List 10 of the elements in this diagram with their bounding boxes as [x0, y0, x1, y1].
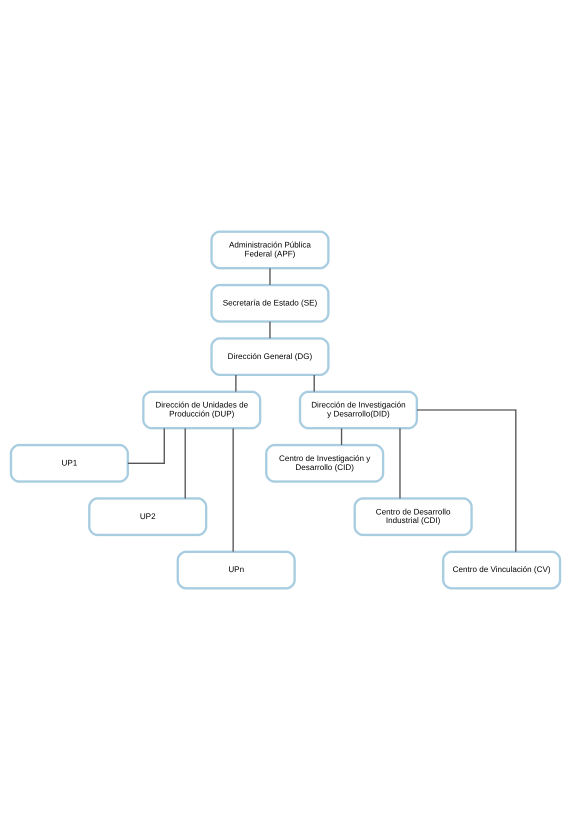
connector	[128, 428, 165, 464]
connector	[399, 428, 401, 498]
connector	[232, 428, 234, 552]
connector	[417, 408, 516, 552]
connector	[340, 428, 342, 444]
connector	[314, 374, 315, 392]
connector	[235, 374, 237, 392]
connector	[269, 321, 271, 338]
connector	[184, 428, 186, 498]
connector	[269, 268, 271, 284]
